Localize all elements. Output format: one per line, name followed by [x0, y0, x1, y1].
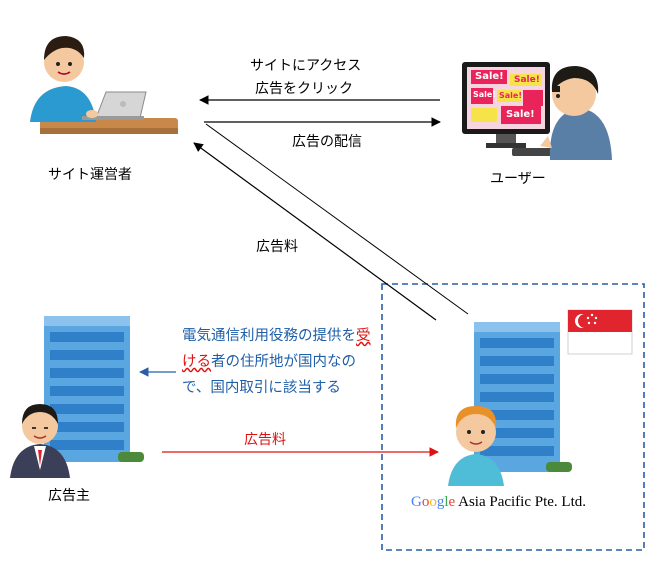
operator-google-connector	[205, 123, 469, 315]
ad-fee-top-label: 広告料	[256, 239, 298, 255]
sale-sign-1: Sale!	[475, 71, 504, 82]
note-text-before: 電気通信利用役務の提供を	[182, 328, 356, 344]
advertiser-label: 広告主	[48, 488, 90, 504]
sale-sign-5: Sale!	[506, 109, 535, 120]
sale-sign-4: Sale!	[499, 91, 522, 100]
google-building	[474, 322, 572, 472]
site-operator-illustration	[30, 36, 178, 134]
advertiser-building	[44, 316, 144, 462]
ad-delivery-label: 広告の配信	[292, 134, 362, 150]
domestic-transaction-note: 電気通信利用役務の提供を受ける者の住所地が国内なので、国内取引に該当する	[182, 323, 372, 401]
ad-fee-bottom-label: 広告料	[244, 432, 286, 448]
ad-fee-arrow-to-operator	[193, 142, 437, 321]
note-text-highlight: 受ける	[182, 328, 371, 370]
site-operator-label: サイト運営者	[48, 167, 132, 183]
note-text-after: 者の住所地が国内なので、国内取引に該当する	[182, 354, 356, 396]
user-illustration	[462, 62, 612, 160]
sale-sign-3: Sale!	[473, 90, 496, 99]
singapore-flag-icon	[567, 309, 633, 355]
google-wordmark: Google	[411, 494, 456, 510]
access-label-line1: サイトにアクセス	[250, 58, 362, 74]
singapore-region-border	[381, 283, 645, 551]
user-label: ユーザー	[490, 171, 546, 187]
google-entity-name: Google Asia Pacific Pte. Ltd.	[411, 494, 586, 511]
access-label-line2: 広告をクリック	[255, 81, 353, 97]
advertiser-person	[10, 404, 70, 478]
google-person	[448, 406, 504, 486]
sale-sign-2: Sale!	[514, 75, 540, 85]
google-entity-rest: Asia Pacific Pte. Ltd.	[455, 494, 586, 510]
